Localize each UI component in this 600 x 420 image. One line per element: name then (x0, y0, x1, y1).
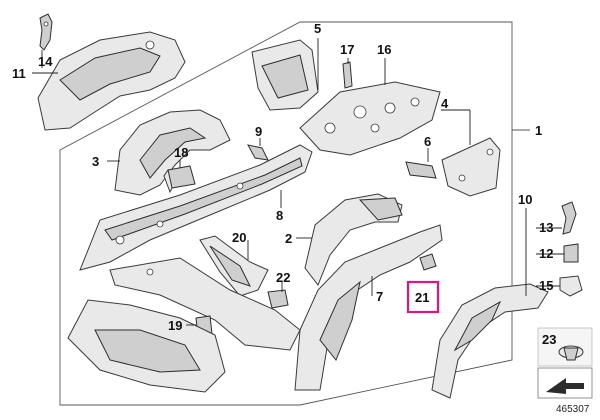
assembly-frame (59, 21, 513, 406)
part-3-wheel-housing[interactable] (114, 109, 231, 196)
callout-12[interactable]: 12 (539, 246, 553, 261)
callout-7[interactable]: 7 (376, 289, 383, 304)
part-20-reinforcement[interactable] (199, 235, 269, 297)
part-6-clip[interactable] (405, 161, 437, 179)
part-23-push-clip[interactable] (537, 327, 593, 367)
arrow-icon (546, 378, 584, 394)
part-floor-panel[interactable] (67, 299, 226, 393)
part-2-inner-wheel-arch[interactable] (304, 193, 403, 287)
part-13-clip[interactable] (561, 201, 577, 235)
callout-15[interactable]: 15 (539, 278, 553, 293)
part-12-clip[interactable] (563, 243, 579, 263)
callout-1[interactable]: 1 (535, 123, 542, 138)
callout-5[interactable]: 5 (314, 21, 321, 36)
part-8-longitudinal-member[interactable] (79, 144, 313, 271)
callout-9[interactable]: 9 (255, 124, 262, 139)
callout-14[interactable]: 14 (38, 54, 53, 69)
callout-2[interactable]: 2 (285, 231, 292, 246)
part-14-clip[interactable] (39, 13, 53, 51)
part-15-bracket[interactable] (559, 275, 583, 297)
document-number: 465307 (556, 404, 590, 415)
callout-10[interactable]: 10 (518, 192, 532, 207)
callout-3[interactable]: 3 (92, 154, 99, 169)
callout-11[interactable]: 11 (12, 66, 26, 81)
highlight-box-21 (406, 280, 440, 314)
callout-23[interactable]: 23 (542, 332, 556, 347)
callout-13[interactable]: 13 (539, 220, 553, 235)
callout-8[interactable]: 8 (276, 208, 283, 223)
callout-6[interactable]: 6 (424, 134, 431, 149)
callout-labels: 14 11 3 5 17 16 4 6 1 9 18 8 2 20 22 19 … (12, 21, 556, 347)
part-21-clip[interactable] (419, 253, 437, 271)
part-22-bracket[interactable] (267, 289, 289, 309)
callout-22[interactable]: 22 (276, 270, 290, 285)
callout-17[interactable]: 17 (340, 42, 354, 57)
callout-19[interactable]: 19 (168, 318, 182, 333)
part-lower-rail[interactable] (109, 257, 301, 351)
part-18-bracket[interactable] (163, 165, 196, 194)
part-9-bracket[interactable] (247, 144, 269, 161)
arrow-legend-box (537, 367, 593, 399)
part-11-wheel-arch-front[interactable] (37, 31, 186, 131)
part-wheel-arch-liner[interactable] (431, 283, 549, 399)
callout-18[interactable]: 18 (174, 145, 188, 160)
leader-lines (32, 38, 564, 326)
part-17-stud[interactable] (342, 61, 353, 89)
part-16-floor-section[interactable] (299, 81, 441, 156)
callout-20[interactable]: 20 (232, 230, 246, 245)
part-5-luggage-tray[interactable] (251, 39, 319, 111)
part-7-outer-wheel-arch[interactable] (294, 224, 443, 391)
callout-4[interactable]: 4 (441, 96, 449, 111)
callout-21[interactable]: 21 (415, 290, 429, 305)
callout-16[interactable]: 16 (377, 42, 391, 57)
part-4-side-bracket[interactable] (441, 137, 501, 197)
